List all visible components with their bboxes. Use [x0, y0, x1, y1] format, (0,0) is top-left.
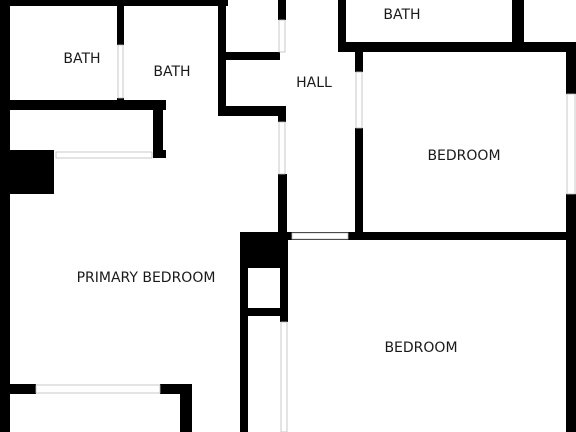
wall-closet-bottom-left	[0, 384, 36, 394]
label-bath-top: BATH	[383, 7, 420, 23]
opening-bath-door	[117, 44, 124, 99]
pillar-left	[0, 150, 54, 194]
wall-top-left	[0, 0, 228, 6]
wall-closet-left	[240, 232, 248, 432]
wall-bath-divider	[117, 0, 124, 45]
opening-lower-closet	[280, 321, 288, 432]
label-primary-bedroom: PRIMARY BEDROOM	[77, 270, 216, 286]
opening-window-right	[566, 93, 576, 195]
opening-closet-bottom	[35, 384, 161, 394]
opening-closet-door	[55, 151, 153, 159]
wall-top-bath-bottom	[338, 42, 524, 52]
wall-closet-right	[153, 100, 163, 158]
wall-linen-top	[218, 52, 280, 60]
label-bath-small: BATH	[63, 51, 100, 67]
openings	[35, 19, 576, 432]
label-bath-primary: BATH	[153, 64, 190, 80]
opening-upper-bedroom-door	[355, 71, 363, 129]
wall-top-bath-left	[338, 0, 346, 52]
wall-left-outer	[0, 0, 10, 432]
wall-below-baths	[0, 100, 166, 110]
wall-right-outer-mid	[566, 194, 576, 432]
wall-top-right-ledge	[512, 42, 576, 52]
wall-mid-horizontal	[287, 232, 576, 240]
wall-upper-bedroom-left-top	[355, 42, 363, 72]
label-bedroom-upper: BEDROOM	[427, 148, 500, 164]
room-labels: BATH BATH BATH HALL BEDROOM PRIMARY BEDR…	[63, 7, 500, 356]
wall-linen-bottom	[218, 106, 280, 116]
wall-closet-bottom-right2	[160, 384, 192, 394]
opening-linen-door	[278, 19, 286, 53]
wall-closet-bottom-vert	[180, 384, 192, 432]
wall-closet-bottom-right	[153, 150, 166, 158]
wall-upper-bedroom-left-bottom	[355, 128, 363, 238]
opening-hall-bottom	[291, 232, 349, 240]
wall-linen-right-bottom	[278, 106, 286, 122]
wall-closet-mid	[248, 308, 288, 316]
opening-hall-door	[278, 121, 286, 175]
label-hall: HALL	[296, 75, 332, 91]
wall-lower-bedroom-left-top	[280, 232, 288, 322]
wall-linen-right-top	[278, 0, 286, 20]
wall-top-bath-right	[512, 0, 524, 52]
label-bedroom-lower: BEDROOM	[384, 340, 457, 356]
wall-right-outer-upper	[566, 42, 576, 94]
wall-hall-left-lower	[278, 174, 287, 238]
